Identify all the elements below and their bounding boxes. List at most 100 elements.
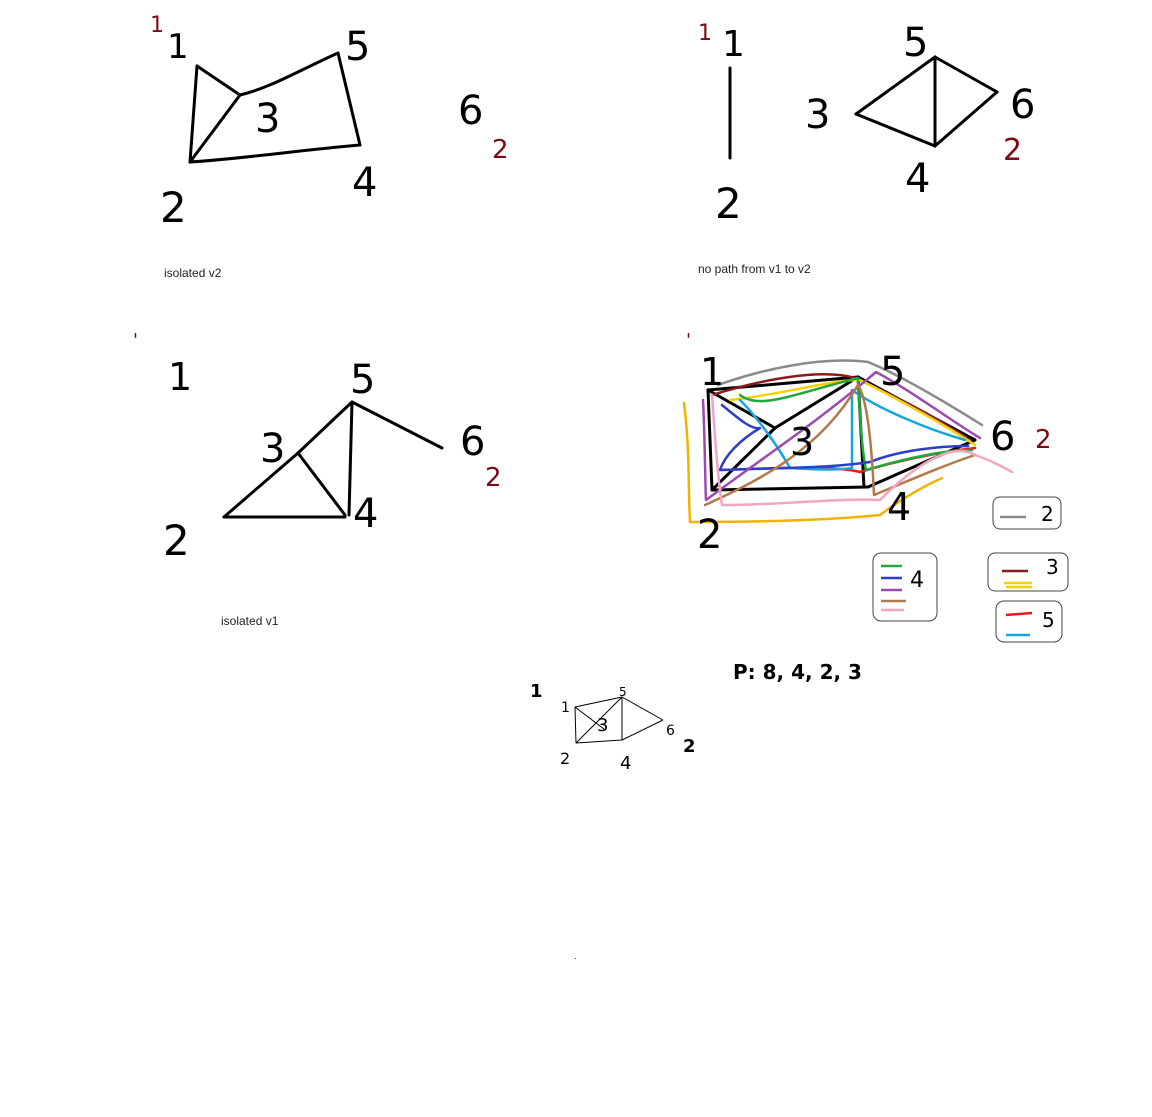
edge-3-2: [188, 93, 242, 164]
legend-box-3: 3: [987, 552, 1069, 592]
node-label-3: 3: [597, 715, 608, 736]
legend-label-2: 2: [1041, 502, 1054, 526]
node-label-4: 4: [353, 491, 378, 537]
graph-3: ' 1 2 3 4 5 6 2 isolated v1: [133, 330, 502, 628]
edge-1-2: [188, 64, 199, 164]
stray-dot: .: [574, 952, 577, 961]
graph-1: 1 1 2 3 4 5 6 2 isolated v2: [150, 13, 509, 280]
edge-3-5: [238, 51, 340, 97]
edge-4-6: [866, 438, 977, 489]
node-label-3: 3: [790, 420, 814, 464]
graph-5: 1 1 2 3 4 5 6 2: [530, 681, 696, 774]
p-note: P: 8, 4, 2, 3: [733, 660, 862, 684]
edge-1-3: [195, 64, 242, 97]
v1-marker: 1: [150, 13, 164, 38]
node-label-1: 1: [167, 27, 189, 67]
legend-label-5: 5: [1042, 608, 1055, 632]
v2-marker: 2: [683, 736, 696, 757]
edge-2-4: [188, 143, 362, 164]
graph-4: ' 1 2 3 4 5 6 2 2 3 4: [682, 330, 1069, 684]
node-label-2: 2: [160, 183, 187, 232]
edge-3-5: [773, 375, 860, 430]
edge-1-3: [706, 388, 777, 430]
graph-5-edges: [574, 696, 664, 744]
node-label-6: 6: [460, 419, 485, 465]
edge-2-5: [575, 696, 623, 744]
edge-3-5: [296, 400, 354, 455]
edge-3-4: [854, 112, 937, 148]
legend-label-3: 3: [1046, 555, 1059, 579]
v2-marker: 2: [1035, 425, 1052, 455]
graph-2-edges: [728, 55, 999, 160]
node-label-4: 4: [905, 156, 930, 202]
node-label-1: 1: [722, 24, 745, 65]
edge-2-4: [575, 739, 623, 744]
edge-3-4: [296, 451, 347, 517]
edge-6-4: [621, 719, 664, 741]
v1-marker: ': [133, 330, 138, 351]
node-label-3: 3: [260, 426, 285, 472]
edge-5-6: [350, 400, 444, 450]
node-label-5: 5: [350, 357, 375, 403]
node-label-6: 6: [990, 414, 1015, 460]
node-label-5: 5: [619, 685, 627, 699]
node-label-2: 2: [715, 179, 742, 228]
v1-marker: ': [686, 330, 691, 351]
node-label-3: 3: [255, 96, 280, 142]
graph-4-base-edges: [706, 375, 977, 492]
legend-box-4: 4: [872, 552, 938, 622]
node-label-6: 6: [666, 723, 675, 739]
legend-swatch-red: [1005, 611, 1033, 617]
legend-frame: [987, 552, 1069, 592]
edge-1-2: [574, 706, 577, 744]
legend-frame: [872, 552, 938, 622]
v1-marker: 1: [698, 21, 712, 46]
node-label-2: 2: [163, 516, 190, 565]
node-label-1: 1: [561, 700, 570, 716]
legend-box-5: 5: [995, 600, 1063, 643]
graph-1-edges: [188, 51, 362, 164]
node-label-4: 4: [620, 753, 631, 774]
v2-marker: 2: [485, 463, 502, 493]
node-label-3: 3: [805, 92, 830, 138]
node-label-5: 5: [880, 349, 905, 395]
edge-5-6: [933, 55, 999, 94]
edge-1-5: [574, 696, 623, 708]
graph-3-edges: [222, 400, 444, 519]
v1-marker: 1: [530, 681, 543, 702]
edge-3-5: [854, 55, 937, 116]
node-label-6: 6: [1010, 82, 1035, 128]
node-label-5: 5: [345, 24, 370, 70]
legend-frame: [995, 600, 1063, 643]
legend-box-2: 2: [992, 496, 1062, 530]
edge-5-4: [347, 400, 354, 517]
edge-1-3: [574, 706, 605, 730]
path-gray: [716, 359, 984, 427]
edge-5-6: [621, 696, 664, 721]
edge-1-2: [706, 388, 714, 492]
node-label-4: 4: [352, 160, 377, 206]
caption-graph-1: isolated v2: [164, 266, 222, 280]
path-blue: [738, 388, 967, 471]
node-label-4: 4: [887, 485, 911, 529]
node-label-2: 2: [560, 749, 570, 768]
node-label-6: 6: [458, 88, 483, 134]
path-orange: [682, 401, 944, 524]
node-label-1: 1: [700, 350, 724, 394]
path-yellow: [728, 378, 977, 447]
path-pink: [710, 393, 1014, 507]
edge-2-3: [710, 426, 777, 492]
path-navy: [718, 403, 970, 472]
node-label-1: 1: [168, 355, 192, 399]
path-purple: [701, 370, 982, 502]
graph-2: 1 1 2 3 4 5 6 2 no path from v1 to v2: [698, 20, 1035, 276]
path-brown: [703, 383, 977, 507]
edge-6-4: [933, 90, 999, 148]
v2-marker: 2: [1003, 133, 1022, 168]
caption-graph-2: no path from v1 to v2: [698, 262, 811, 276]
node-label-5: 5: [903, 20, 928, 66]
legend-label-4: 4: [910, 568, 924, 593]
legend-frame: [992, 496, 1062, 530]
path-green: [738, 376, 974, 472]
